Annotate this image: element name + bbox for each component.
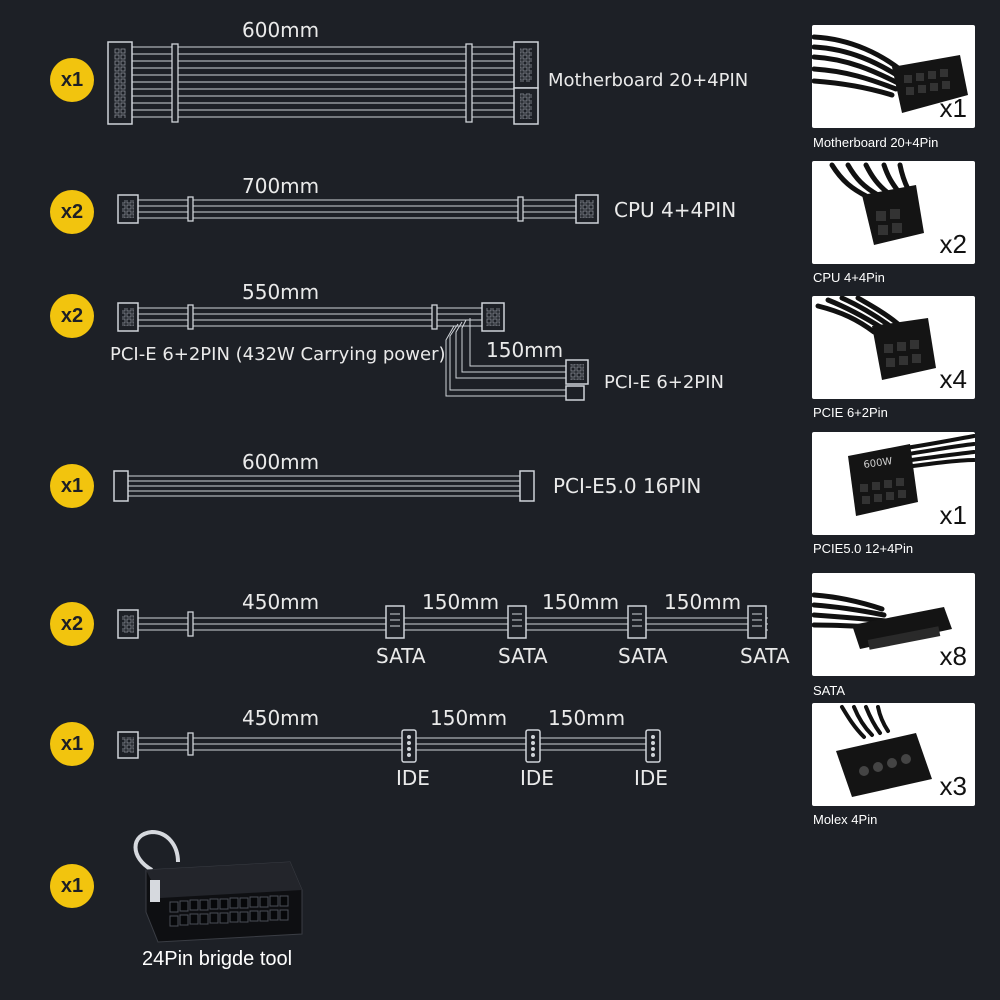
ide-connector-label: IDE xyxy=(634,766,668,790)
bridge-tool-label: 24Pin brigde tool xyxy=(142,948,293,970)
sata-cable xyxy=(117,605,768,639)
sata-connector-label: SATA xyxy=(498,644,548,668)
molex-caption: Molex 4Pin xyxy=(813,812,878,827)
motherboard-connector-photo: x1 xyxy=(812,25,975,128)
qty-badge-sata: x2 xyxy=(50,602,94,646)
sata-connector-label: SATA xyxy=(376,644,426,668)
qty-badge-pcie: x2 xyxy=(50,294,94,338)
qty-badge-bridge: x1 xyxy=(50,864,94,908)
sata-connector-label: SATA xyxy=(618,644,668,668)
panel-qty: x4 xyxy=(939,364,967,394)
molex-connector-icon xyxy=(836,705,932,797)
qty-badge-ide: x1 xyxy=(50,722,94,766)
pcie-label: PCI-E 6+2PIN (432W Carrying power) xyxy=(110,344,446,365)
cpu-connector-photo: x2 xyxy=(812,161,975,264)
pcie-connector-photo: x4 xyxy=(812,296,975,399)
motherboard-caption: Motherboard 20+4Pin xyxy=(813,135,939,150)
pcie5-cable xyxy=(113,470,535,502)
pcie-branch-length: 150mm xyxy=(486,338,564,362)
ide-connector-label: IDE xyxy=(520,766,554,790)
sata-segment-3: 150mm xyxy=(664,590,742,614)
pcie5-marking: 600W xyxy=(863,456,893,471)
pcie-branch-label: PCI-E 6+2PIN xyxy=(604,372,724,393)
pcie5-connector-icon: 600W xyxy=(848,434,975,516)
panel-qty: x1 xyxy=(939,93,967,123)
cpu-caption: CPU 4+4Pin xyxy=(813,270,885,285)
ide-cable xyxy=(117,729,661,763)
ide-connector-label: IDE xyxy=(396,766,430,790)
pcie-caption: PCIE 6+2Pin xyxy=(813,405,888,420)
motherboard-length: 600mm xyxy=(242,18,320,42)
sata-connector-photo: x8 xyxy=(812,573,975,676)
pcie-cable xyxy=(117,302,589,401)
cpu-length: 700mm xyxy=(242,174,320,198)
panel-qty: x8 xyxy=(939,641,967,671)
pcie-length: 550mm xyxy=(242,280,320,304)
cpu-connector-icon xyxy=(829,162,924,245)
ide-length: 450mm xyxy=(242,706,320,730)
sata-caption: SATA xyxy=(813,683,846,698)
pcie5-length: 600mm xyxy=(242,450,320,474)
qty-badge-motherboard: x1 xyxy=(50,58,94,102)
cable-diagram xyxy=(107,41,768,943)
ide-segment-1: 150mm xyxy=(430,706,508,730)
panel-qty: x2 xyxy=(939,229,967,259)
sata-connector-icon xyxy=(812,592,952,650)
sata-connector-label: SATA xyxy=(740,644,790,668)
molex-connector-photo: x3 xyxy=(812,703,975,806)
motherboard-connector-icon xyxy=(812,34,968,113)
pcie5-connector-photo: 600W x1 xyxy=(812,432,975,535)
motherboard-label: Motherboard 20+4PIN xyxy=(548,70,749,91)
pcie-connector-icon xyxy=(815,296,936,380)
pcie5-caption: PCIE5.0 12+4Pin xyxy=(813,541,914,556)
sata-segment-2: 150mm xyxy=(542,590,620,614)
ide-segment-2: 150mm xyxy=(548,706,626,730)
cpu-cable xyxy=(117,194,599,224)
sata-length: 450mm xyxy=(242,590,320,614)
qty-badge-pcie5: x1 xyxy=(50,464,94,508)
panel-qty: x3 xyxy=(939,771,967,801)
motherboard-cable xyxy=(107,41,539,125)
panel-qty: x1 xyxy=(939,500,967,530)
bridge-tool-image xyxy=(133,829,303,943)
qty-badge-cpu: x2 xyxy=(50,190,94,234)
sata-segment-1: 150mm xyxy=(422,590,500,614)
pcie5-label: PCI-E5.0 16PIN xyxy=(553,474,702,498)
cpu-label: CPU 4+4PIN xyxy=(614,198,737,222)
